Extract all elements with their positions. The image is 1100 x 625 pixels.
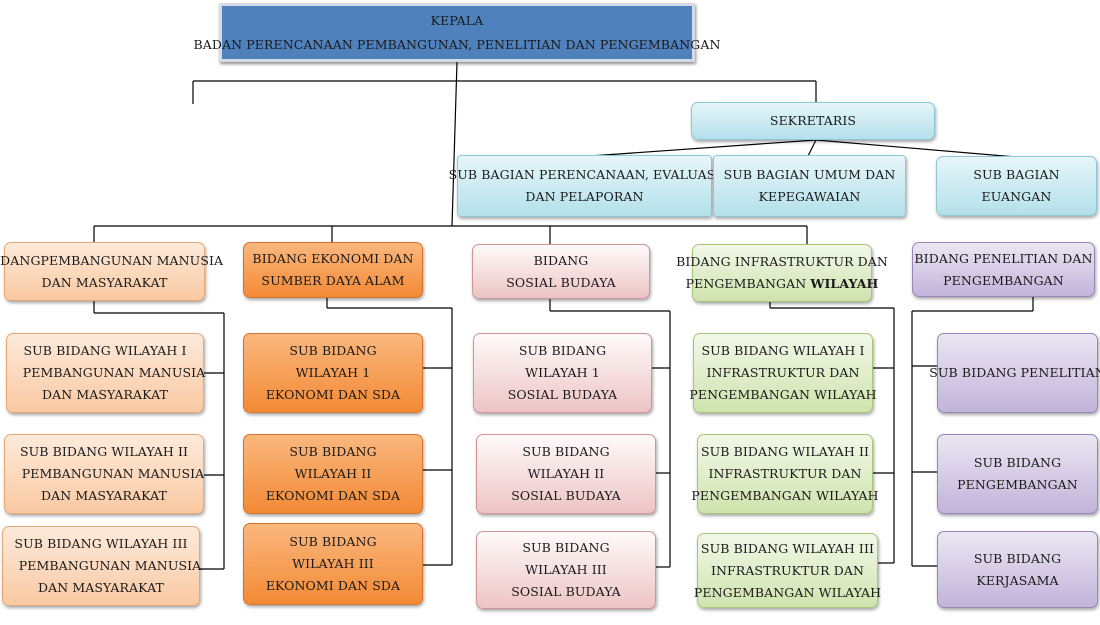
sub-bagian-umum-box: SUB BAGIAN UMUM DAN KEPEGAWAIAN [713, 155, 906, 217]
sub-bidang-penelitian-box: SUB BIDANG PENELITIAN [929, 333, 1100, 413]
bidang-label: BIDANG INFRASTRUKTUR DAN [676, 254, 888, 269]
sub-bidang-label: SUB BIDANG WILAYAH III [700, 540, 875, 556]
sub-bidang-sosial-2-box: SUB BIDANG WILAYAH II SOSIAL BUDAYA [476, 434, 656, 514]
bidang-label: SOSIAL BUDAYA [506, 274, 616, 290]
sub-bidang-infrastruktur-2-box: SUB BIDANG WILAYAH II INFRASTRUKTUR DAN … [691, 434, 879, 514]
sub-bidang-label: SUB BIDANG WILAYAH I [23, 343, 187, 358]
sub-bagian-label: SUB BAGIAN [973, 167, 1060, 182]
sub-bidang-label: SUB BIDANG [973, 455, 1062, 470]
sub-bidang-ekonomi-2-box: SUB BIDANG WILAYAH II EKONOMI DAN SDA [243, 434, 423, 514]
bidang-pembangunan-manusia-box: BIDANGPEMBANGUNAN MANUSIA DAN MASYARAKAT [0, 242, 223, 301]
sekretaris-label: SEKRETARIS [769, 113, 857, 128]
sub-bagian-keuangan-box: SUB BAGIAN EUANGAN [936, 156, 1097, 216]
sub-bagian-label: SUB BAGIAN PERENCANAAN, EVALUASI [448, 167, 721, 182]
sub-bidang-label: DAN MASYARAKAT [41, 387, 168, 402]
bidang-label: BIDANG EKONOMI DAN [252, 251, 414, 266]
sub-bidang-label: SUB BIDANG WILAYAH II [19, 444, 189, 459]
sub-bidang-pembangunan-2-box: SUB BIDANG WILAYAH II PEMBANGUNAN MANUSI… [4, 434, 204, 514]
sub-bidang-label: PEMBANGUNAN MANUSIA [18, 558, 202, 573]
sub-bidang-label: WILAYAH 1 [295, 365, 371, 380]
bidang-label: BIDANG PENELITIAN DAN [914, 250, 1093, 266]
sub-bidang-label: INFRASTRUKTUR DAN [708, 466, 862, 481]
bidang-label: BIDANG [533, 252, 589, 268]
sub-bagian-perencanaan-box: SUB BAGIAN PERENCANAAN, EVALUASI DAN PEL… [449, 155, 720, 217]
sub-bidang-kerjasama-box: SUB BIDANG KERJASAMA [937, 531, 1098, 608]
sub-bidang-pembangunan-1-box: SUB BIDANG WILAYAH I PEMBANGUNAN MANUSIA… [6, 333, 206, 413]
sub-bagian-label: EUANGAN [981, 189, 1052, 204]
sub-bidang-sosial-1-box: SUB BIDANG WILAYAH 1 SOSIAL BUDAYA [473, 333, 652, 413]
kepala-title: KEPALA [430, 12, 484, 28]
bidang-label: DAN MASYARAKAT [41, 274, 168, 290]
sub-bidang-label: WILAYAH 1 [525, 365, 600, 380]
sub-bidang-pengembangan-box: SUB BIDANG PENGEMBANGAN [937, 434, 1098, 514]
sub-bidang-label: SOSIAL BUDAYA [507, 387, 618, 402]
sub-bidang-label: PEMBANGUNAN MANUSIA [21, 466, 205, 481]
sub-bidang-label: SOSIAL BUDAYA [511, 488, 621, 503]
sub-bidang-ekonomi-3-box: SUB BIDANG WILAYAH III EKONOMI DAN SDA [243, 523, 423, 605]
sub-bidang-pembangunan-3-box: SUB BIDANG WILAYAH III PEMBANGUNAN MANUS… [2, 526, 202, 606]
bidang-label: PENGEMBANGAN [943, 272, 1064, 288]
bidang-sosial-budaya-box: BIDANG SOSIAL BUDAYA [472, 244, 650, 299]
sub-bagian-label: SUB BAGIAN UMUM DAN [723, 167, 896, 182]
sub-bidang-label: WILAYAH II [527, 466, 605, 481]
sub-bidang-label: PENGEMBANGAN WILAYAH [693, 584, 882, 600]
sub-bidang-label: SUB BIDANG [973, 550, 1062, 566]
sub-bidang-label: DAN MASYARAKAT [37, 580, 164, 595]
sub-bidang-label: INFRASTRUKTUR DAN [710, 562, 865, 578]
bidang-label: SUMBER DAYA ALAM [261, 273, 405, 288]
kepala-subtitle: BADAN PERENCANAAN PEMBANGUNAN, PENELITIA… [193, 36, 721, 52]
sub-bidang-infrastruktur-1-box: SUB BIDANG WILAYAH I INFRASTRUKTUR DAN P… [689, 333, 877, 413]
sub-bidang-label: DAN MASYARAKAT [40, 488, 167, 503]
bidang-label: BIDANGPEMBANGUNAN MANUSIA [0, 252, 224, 268]
sub-bagian-label: KEPEGAWAIAN [758, 189, 861, 204]
sub-bidang-sosial-3-box: SUB BIDANG WILAYAH III SOSIAL BUDAYA [476, 531, 656, 609]
bidang-penelitian-box: BIDANG PENELITIAN DAN PENGEMBANGAN [912, 242, 1095, 297]
sub-bidang-label: SUB BIDANG WILAYAH I [701, 343, 865, 358]
sekretaris-box: SEKRETARIS [691, 102, 935, 140]
sub-bidang-infrastruktur-3-box: SUB BIDANG WILAYAH III INFRASTRUKTUR DAN… [693, 533, 882, 608]
sub-bidang-label: WILAYAH II [294, 466, 372, 481]
sub-bagian-label: DAN PELAPORAN [525, 189, 644, 204]
sub-bidang-label: EKONOMI DAN SDA [265, 488, 401, 503]
sub-bidang-label: SUB BIDANG PENELITIAN [929, 365, 1100, 380]
sub-bidang-label: SUB BIDANG [289, 343, 377, 358]
sub-bidang-label: PEMBANGUNAN MANUSIA [22, 365, 206, 380]
sub-bidang-label: EKONOMI DAN SDA [265, 578, 401, 593]
sub-bidang-label: SUB BIDANG [289, 534, 377, 549]
sub-bidang-label: SOSIAL BUDAYA [511, 584, 621, 599]
sub-bidang-label: INFRASTRUKTUR DAN [706, 365, 860, 380]
bidang-infrastruktur-box: BIDANG INFRASTRUKTUR DAN PENGEMBANGAN WI… [676, 244, 888, 302]
sub-bidang-ekonomi-1-box: SUB BIDANG WILAYAH 1 EKONOMI DAN SDA [243, 333, 423, 413]
sub-bidang-label: EKONOMI DAN SDA [265, 387, 401, 402]
sub-bidang-label: WILAYAH III [525, 562, 607, 577]
sub-bidang-label: PENGEMBANGAN WILAYAH [689, 387, 877, 402]
sub-bidang-label: PENGEMBANGAN [957, 477, 1078, 492]
sub-bidang-label: SUB BIDANG [522, 540, 610, 555]
sub-bidang-label: PENGEMBANGAN WILAYAH [691, 488, 879, 503]
bidang-label-line2: PENGEMBANGAN WILAYAH [685, 276, 879, 291]
sub-bidang-label: SUB BIDANG WILAYAH II [700, 444, 870, 459]
sub-bidang-label: SUB BIDANG WILAYAH III [14, 536, 188, 551]
sub-bidang-label: WILAYAH III [292, 556, 374, 571]
kepala-box: KEPALA BADAN PERENCANAAN PEMBANGUNAN, PE… [193, 3, 720, 62]
sub-bidang-label: SUB BIDANG [289, 444, 377, 459]
sub-bidang-label: SUB BIDANG [518, 343, 607, 358]
sub-bidang-label: KERJASAMA [976, 572, 1059, 588]
sub-bidang-label: SUB BIDANG [522, 444, 610, 459]
bidang-ekonomi-box: BIDANG EKONOMI DAN SUMBER DAYA ALAM [243, 242, 423, 298]
